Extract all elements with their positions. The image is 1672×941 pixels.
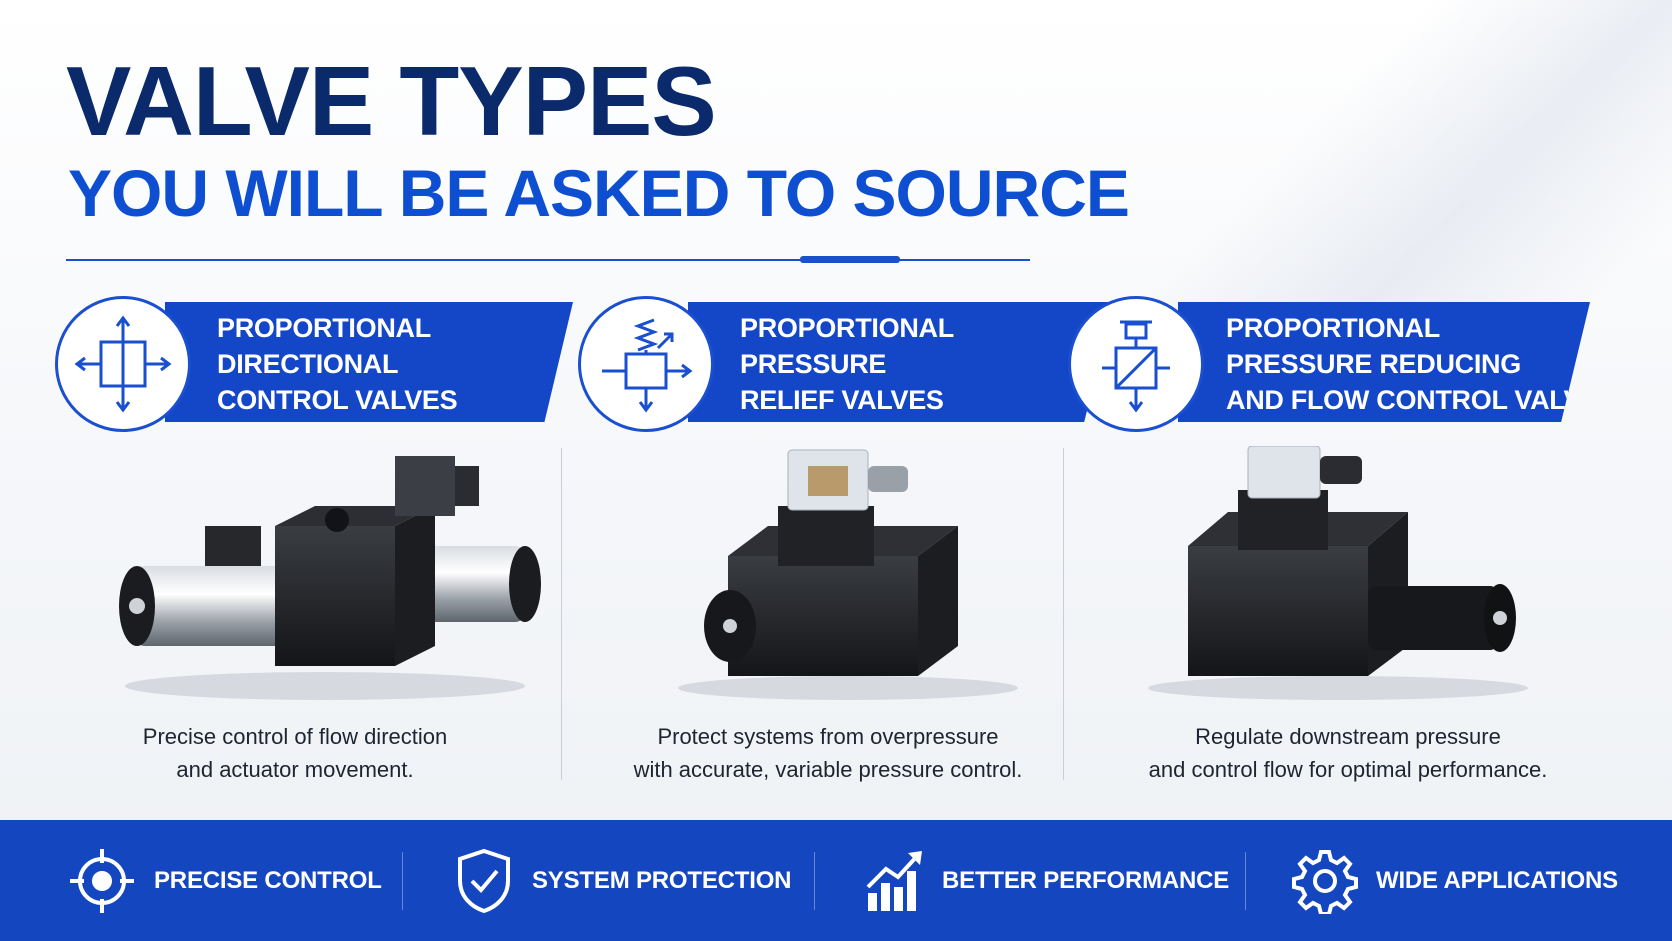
- growth-chart-icon: [866, 850, 922, 911]
- feature-label: PRECISE CONTROL: [154, 866, 382, 894]
- valve-description: Precise control of flow direction and ac…: [55, 720, 535, 786]
- directional-valve-symbol-icon: [55, 296, 191, 432]
- page-title: VALVE TYPES: [66, 46, 717, 156]
- feature-label: BETTER PERFORMANCE: [942, 866, 1230, 894]
- pressure-reducing-valve-symbol-icon: [1068, 296, 1204, 432]
- feature-label: WIDE APPLICATIONS: [1376, 866, 1618, 894]
- feature-precise-control: PRECISE CONTROL: [68, 820, 382, 941]
- valve-name-banner: PROPORTIONAL PRESSURE RELIEF VALVES: [688, 302, 1114, 422]
- page-subtitle: YOU WILL BE ASKED TO SOURCE: [68, 156, 1130, 230]
- valve-name-banner: PROPORTIONAL PRESSURE REDUCING AND FLOW …: [1178, 302, 1590, 422]
- valve-name-line: DIRECTIONAL: [217, 349, 399, 379]
- valve-name-banner: PROPORTIONAL DIRECTIONAL CONTROL VALVES: [165, 302, 573, 422]
- valve-name-line: PROPORTIONAL: [1226, 313, 1440, 343]
- description-line: and control flow for optimal performance…: [1148, 757, 1548, 782]
- feature-label: SYSTEM PROTECTION: [532, 866, 792, 894]
- directional-valve-image: [119, 456, 541, 700]
- column-divider: [1063, 448, 1064, 780]
- description-line: Protect systems from overpressure: [657, 724, 999, 749]
- title-divider: [66, 259, 1030, 261]
- feature-divider: [814, 852, 815, 910]
- description-line: Precise control of flow direction: [142, 724, 448, 749]
- pressure-reducing-valve-image: [1148, 446, 1528, 700]
- pressure-relief-valve-symbol-icon: [578, 296, 714, 432]
- gear-icon: [1292, 849, 1358, 914]
- valve-name-line: AND FLOW CONTROL VALVES: [1226, 385, 1617, 415]
- valve-name-line: PRESSURE: [740, 349, 887, 379]
- feature-divider: [402, 852, 403, 910]
- valve-description: Protect systems from overpressure with a…: [588, 720, 1068, 786]
- valve-name-line: RELIEF VALVES: [740, 385, 944, 415]
- valve-name-line: PROPORTIONAL: [740, 313, 954, 343]
- description-line: and actuator movement.: [176, 757, 414, 782]
- valve-description: Regulate downstream pressure and control…: [1098, 720, 1598, 786]
- pressure-relief-valve-image: [678, 449, 1018, 700]
- feature-wide-applications: WIDE APPLICATIONS: [1292, 820, 1618, 941]
- description-line: with accurate, variable pressure control…: [633, 757, 1023, 782]
- valve-name-line: PROPORTIONAL: [217, 313, 431, 343]
- title-divider-accent: [800, 256, 900, 263]
- features-bar: PRECISE CONTROL SYSTEM PROTECTION BETTER…: [0, 820, 1672, 941]
- valve-card-pressure-relief: PROPORTIONAL PRESSURE RELIEF VALVES Prot…: [578, 296, 1118, 796]
- crosshair-icon: [70, 848, 134, 913]
- feature-system-protection: SYSTEM PROTECTION: [454, 820, 791, 941]
- valve-card-directional: PROPORTIONAL DIRECTIONAL CONTROL VALVES …: [55, 296, 595, 796]
- feature-better-performance: BETTER PERFORMANCE: [864, 820, 1229, 941]
- valve-name-line: CONTROL VALVES: [217, 385, 458, 415]
- column-divider: [561, 448, 562, 780]
- valve-card-pressure-reducing: PROPORTIONAL PRESSURE REDUCING AND FLOW …: [1068, 296, 1608, 796]
- shield-check-icon: [458, 848, 510, 913]
- feature-divider: [1245, 852, 1246, 910]
- valve-name-line: PRESSURE REDUCING: [1226, 349, 1521, 379]
- description-line: Regulate downstream pressure: [1195, 724, 1501, 749]
